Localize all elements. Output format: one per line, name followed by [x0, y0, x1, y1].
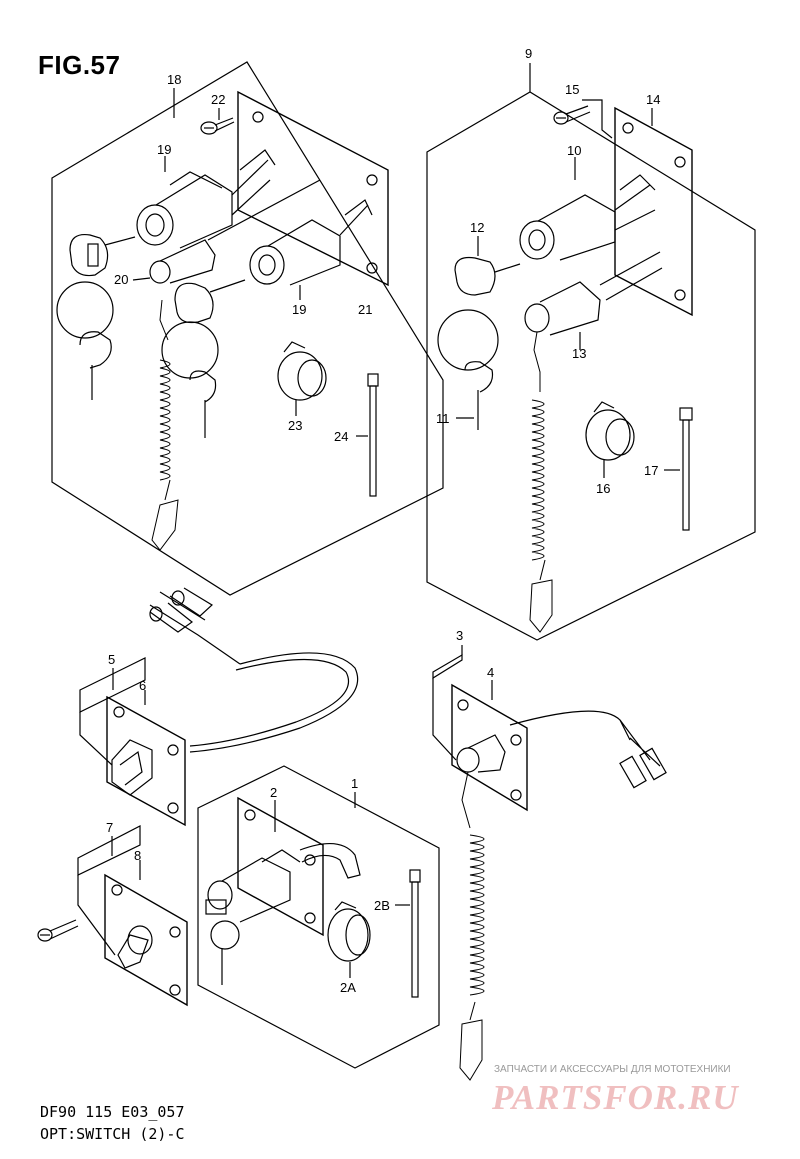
- label-23: 23: [288, 418, 302, 433]
- label-16: 16: [596, 481, 610, 496]
- label-5: 5: [108, 652, 115, 667]
- keys-11-12: [437, 256, 521, 430]
- label-6: 6: [139, 678, 146, 693]
- label-22: 22: [211, 92, 225, 107]
- group-9-outline: [426, 91, 756, 641]
- watermark-tagline: ЗАПЧАСТИ И АКСЕССУАРЫ ДЛЯ МОТОТЕХНИКИ: [494, 1064, 731, 1075]
- group-1-outline: [197, 765, 440, 1069]
- label-2A: 2A: [340, 980, 356, 995]
- cap-16: [585, 401, 635, 461]
- watermark-brand: PARTSFOR.RU: [492, 1078, 739, 1117]
- label-19-bottom: 19: [292, 302, 306, 317]
- label-2: 2: [270, 785, 277, 800]
- label-9: 9: [525, 46, 532, 61]
- key-switch-19-top: [136, 149, 276, 249]
- panel-21: [237, 90, 389, 287]
- stop-switch-20: [149, 179, 321, 284]
- footer-model: DF90 115 E03_057: [40, 1103, 185, 1121]
- label-8: 8: [134, 848, 141, 863]
- group-7-outline: [77, 825, 141, 876]
- label-17: 17: [644, 463, 658, 478]
- label-12: 12: [470, 220, 484, 235]
- label-7: 7: [106, 820, 113, 835]
- cap-2A: [327, 901, 371, 962]
- key-switch-19-bottom: [249, 199, 373, 286]
- wire-harness-5: [149, 587, 359, 753]
- screw-7: [37, 919, 79, 942]
- switch-panel-6: [106, 695, 186, 827]
- label-3: 3: [456, 628, 463, 643]
- cable-tie-24: [367, 373, 379, 497]
- lanyard-coil-9: [529, 331, 553, 633]
- lanyard-coil-18: [151, 299, 179, 551]
- label-20: 20: [114, 272, 128, 287]
- key-switch-2: [205, 843, 361, 985]
- panel-1: [237, 796, 324, 937]
- label-24: 24: [334, 429, 348, 444]
- label-13: 13: [572, 346, 586, 361]
- label-18: 18: [167, 72, 181, 87]
- screw-15: [553, 105, 591, 125]
- footer-caption: OPT:SWITCH (2)-C: [40, 1125, 185, 1143]
- figure-title: FIG.57: [38, 50, 121, 80]
- keys-18-left: [56, 233, 136, 400]
- label-1: 1: [351, 776, 358, 791]
- switch-panel-4: [451, 683, 667, 812]
- label-4: 4: [487, 665, 494, 680]
- switch-panel-8: [104, 873, 188, 1007]
- group-18-outline: [51, 61, 444, 596]
- cap-23: [277, 341, 327, 401]
- cable-tie-2B: [409, 869, 421, 998]
- label-14: 14: [646, 92, 660, 107]
- panel-14: [614, 106, 693, 317]
- label-2B: 2B: [374, 898, 390, 913]
- label-19-top: 19: [157, 142, 171, 157]
- group-3-outline: [432, 653, 463, 680]
- screw-22: [200, 117, 235, 135]
- lanyard-coil-3: [459, 771, 485, 1081]
- label-11: 11: [436, 411, 450, 426]
- label-15: 15: [565, 82, 579, 97]
- stop-switch-13: [524, 251, 663, 336]
- keys-18-right: [161, 279, 246, 438]
- key-switch-10: [519, 174, 656, 261]
- label-21: 21: [358, 302, 372, 317]
- cable-tie-17: [679, 407, 693, 531]
- group-5-outline: [79, 657, 146, 713]
- label-10: 10: [567, 143, 581, 158]
